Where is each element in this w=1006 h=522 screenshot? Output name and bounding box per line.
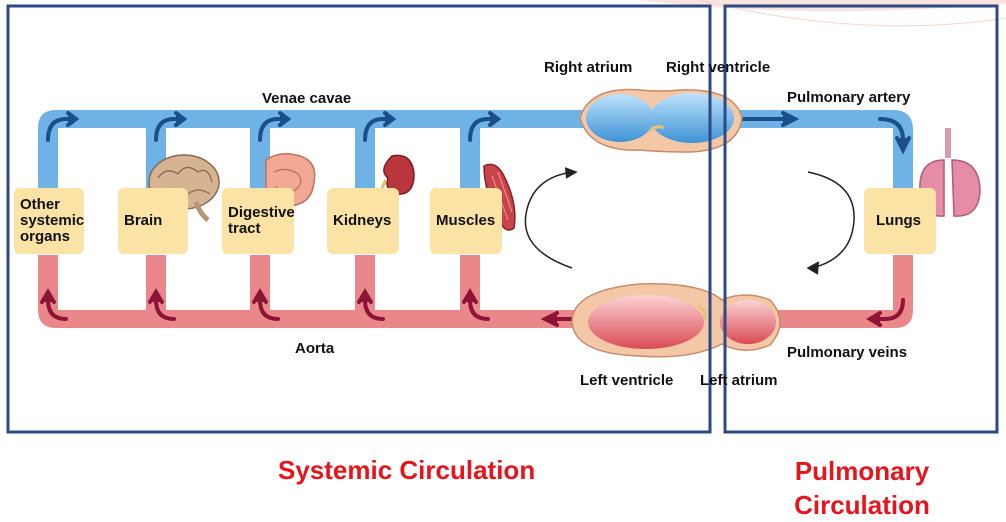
background-swoosh (640, 0, 1006, 27)
left-ventricle-chamber (588, 295, 704, 349)
left-atrium-chamber (720, 300, 776, 344)
right-heart (579, 88, 743, 153)
pulmonary-circulation-caption: Pulmonary Circulation (794, 456, 930, 520)
pulmonary-veins-label: Pulmonary veins (787, 344, 908, 361)
right-atrium-label: Right atrium (544, 59, 633, 76)
venae-cavae-vessel (38, 110, 600, 190)
left-ventricle-label: Left ventricle (580, 372, 674, 389)
pulmonary-artery-vessel (725, 110, 913, 190)
pulmonary-artery-label: Pulmonary artery (787, 89, 911, 106)
organ-other-systemic-label: Other systemic organs (20, 196, 85, 245)
right-ventricle-chamber (650, 93, 734, 143)
organ-brain: Brain (118, 188, 188, 254)
organ-muscles-label: Muscles (436, 212, 496, 229)
organ-digestive-tract-label: Digestive tract (228, 204, 295, 237)
systemic-frame (6, 4, 712, 434)
systemic-circulation-caption: Systemic Circulation (278, 455, 536, 485)
venae-cavae-label: Venae cavae (262, 90, 352, 107)
organ-brain-label: Brain (124, 212, 163, 229)
organ-lungs-label: Lungs (876, 212, 921, 229)
pulmonary-cycle-arrow (806, 171, 855, 275)
organ-other-systemic: Other systemic organs (14, 188, 84, 254)
organ-digestive-tract: Digestive tract (222, 188, 295, 254)
right-atrium-chamber (586, 94, 654, 142)
organ-muscles: Muscles (430, 188, 502, 254)
systemic-cycle-arrow (524, 167, 578, 269)
aorta-label: Aorta (295, 340, 335, 357)
left-heart (571, 283, 781, 358)
organ-kidneys: Kidneys (327, 188, 399, 254)
organ-kidneys-label: Kidneys (333, 212, 392, 229)
pulmonary-frame (723, 4, 999, 434)
right-ventricle-label: Right ventricle (666, 59, 771, 76)
organ-lungs: Lungs (864, 188, 936, 254)
aorta-vessel (38, 255, 600, 328)
left-atrium-label: Left atrium (700, 372, 778, 389)
